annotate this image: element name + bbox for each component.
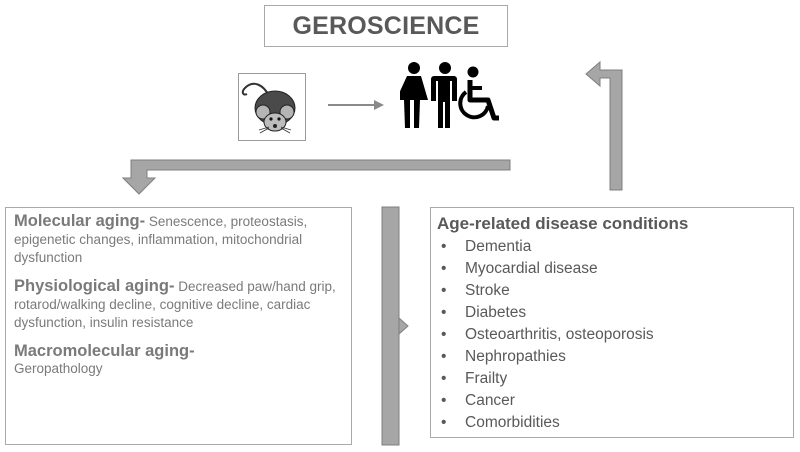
macromolecular-aging-heading: Macromolecular aging- [14,342,195,360]
macromolecular-aging-text: Geropathology [14,361,103,376]
molecular-aging-section: Molecular aging- Senescence, proteostasi… [14,212,343,267]
woman-icon [400,62,428,128]
list-item: Nephropathies [437,346,787,368]
list-item: Diabetes [437,302,787,324]
diagram-title: GEROSCIENCE [264,5,508,47]
physiological-aging-section: Physiological aging- Decreased paw/hand … [14,277,343,332]
molecular-aging-text: Senescence, proteostasis, epigenetic cha… [14,214,308,265]
feedback-arrow-down [121,159,511,195]
mouse-panel [238,73,306,141]
list-item: Comorbidities [437,412,787,434]
list-item: Myocardial disease [437,258,787,280]
aging-mechanisms-box: Molecular aging- Senescence, proteostasi… [5,207,352,445]
physiological-aging-text: Decreased paw/hand grip, rotarod/walking… [14,279,336,330]
list-item: Osteoarthritis, osteoporosis [437,324,787,346]
list-item: Dementia [437,236,787,258]
disease-conditions-title: Age-related disease conditions [437,214,689,233]
humans-icon-group [400,62,499,128]
feedback-arrow-up [585,60,623,191]
translation-arrow [328,100,384,110]
center-connector-bar [381,206,400,446]
wheelchair-user-icon [458,66,499,121]
list-item: Cancer [437,390,787,412]
molecular-aging-heading: Molecular aging- [14,212,146,230]
list-item: Stroke [437,280,787,302]
mouse-icon [241,82,296,134]
disease-conditions-list: Dementia Myocardial disease Stroke Diabe… [437,236,787,434]
macromolecular-aging-section: Macromolecular aging- Geropathology [14,342,343,378]
disease-conditions-box: Age-related disease conditions Dementia … [430,207,794,438]
physiological-aging-heading: Physiological aging- [14,277,175,295]
list-item: Frailty [437,368,787,390]
center-connector-tip [398,316,409,336]
man-icon [431,62,457,128]
